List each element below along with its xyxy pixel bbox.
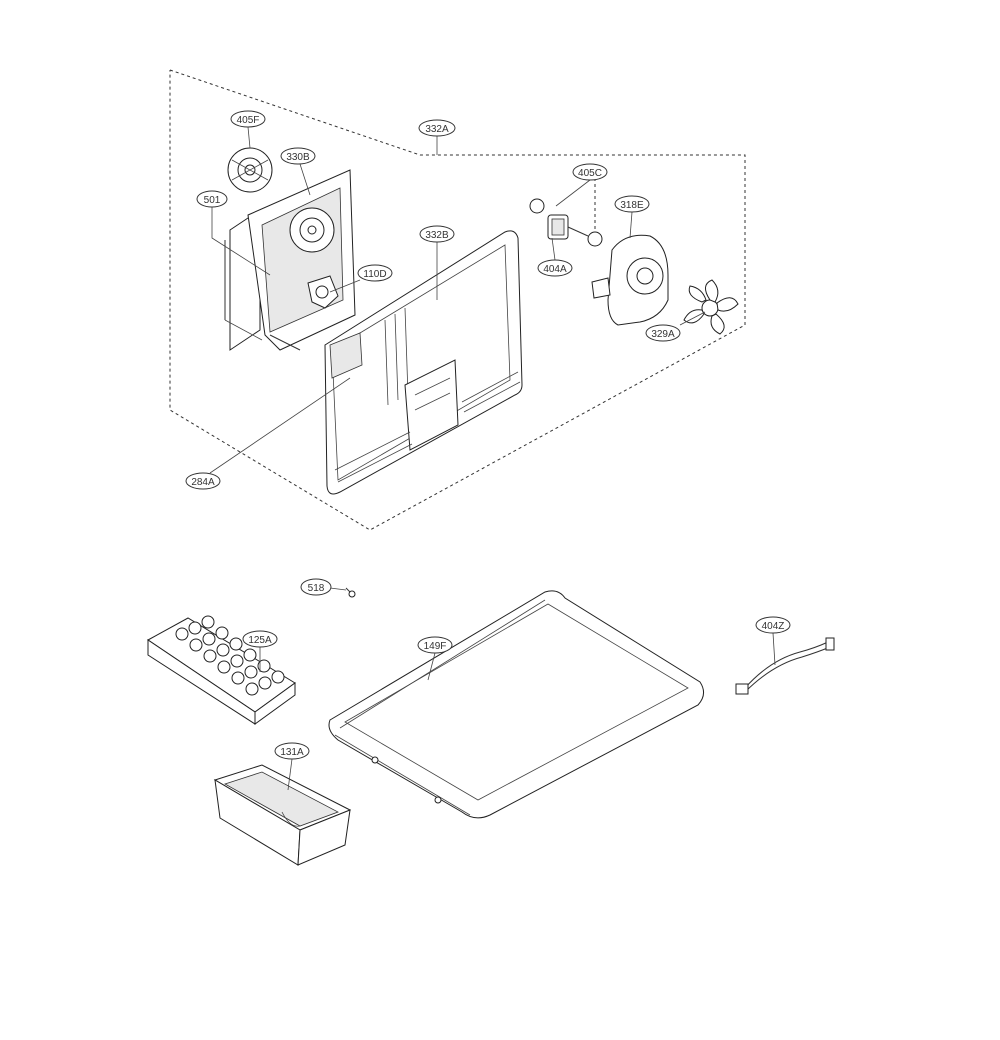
- callout-332A: 332A: [418, 119, 456, 137]
- callout-330B: 330B: [280, 147, 316, 165]
- callout-284A: 284A: [185, 472, 221, 490]
- part-329A-fan: [683, 279, 739, 335]
- callout-332B: 332B: [419, 225, 455, 243]
- part-404Z-harness: [735, 637, 835, 695]
- part-131A-ice-bin: [213, 764, 352, 866]
- part-330B-bracket: [224, 169, 356, 351]
- svg-text:125A: 125A: [248, 635, 272, 646]
- part-318E-shroud: [591, 234, 669, 326]
- callout-405F: 405F: [230, 110, 266, 128]
- svg-text:405C: 405C: [578, 168, 602, 179]
- part-518-screw: [345, 587, 356, 598]
- callout-329A: 329A: [645, 324, 681, 342]
- callout-405C: 405C: [572, 163, 608, 181]
- assembly-boundary: [169, 69, 746, 531]
- part-405F-gear: [227, 147, 273, 193]
- svg-text:405F: 405F: [237, 115, 260, 126]
- svg-text:149F: 149F: [424, 641, 447, 652]
- part-405C-404A-motor: [529, 178, 603, 247]
- svg-text:332B: 332B: [425, 230, 449, 241]
- part-149F-shelf: [328, 590, 704, 819]
- part-125A-ice-tray: [147, 615, 296, 725]
- callout-404Z: 404Z: [755, 616, 791, 634]
- svg-text:404Z: 404Z: [762, 621, 785, 632]
- callout-149F: 149F: [417, 636, 453, 654]
- callout-518: 518: [300, 578, 332, 596]
- svg-text:329A: 329A: [651, 329, 675, 340]
- svg-text:131A: 131A: [280, 747, 304, 758]
- part-332B-cover: [324, 230, 523, 495]
- callout-125A: 125A: [242, 630, 278, 648]
- leader-lines: [209, 126, 776, 791]
- ice-cube-cells: [175, 615, 285, 696]
- svg-text:318E: 318E: [620, 200, 644, 211]
- callout-501: 501: [196, 190, 228, 208]
- svg-text:110D: 110D: [363, 269, 386, 280]
- svg-text:501: 501: [204, 195, 221, 206]
- callout-404A: 404A: [537, 259, 573, 277]
- part-110D-cam: [307, 275, 339, 309]
- svg-text:330B: 330B: [286, 152, 310, 163]
- svg-text:404A: 404A: [543, 264, 567, 275]
- svg-text:332A: 332A: [425, 124, 449, 135]
- svg-text:284A: 284A: [191, 477, 215, 488]
- svg-text:518: 518: [308, 583, 325, 594]
- callout-318E: 318E: [614, 195, 650, 213]
- callout-131A: 131A: [274, 742, 310, 760]
- callout-110D: 110D: [357, 264, 393, 282]
